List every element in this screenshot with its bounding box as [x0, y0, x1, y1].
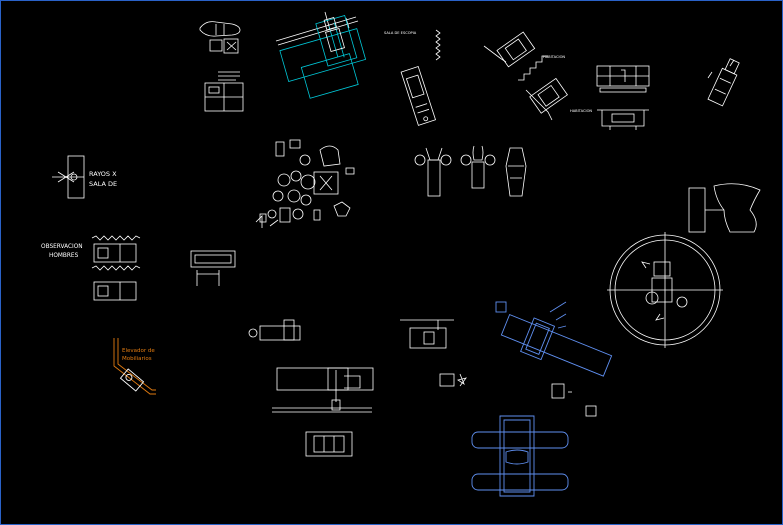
xray-table-assembly	[275, 11, 367, 99]
chair-side-view	[688, 183, 761, 233]
couch-bottom	[305, 431, 353, 457]
small-device	[439, 373, 467, 387]
habitacion-label-2: HABITACION	[570, 109, 592, 113]
small-box-pair	[551, 383, 597, 417]
figures-group	[414, 145, 527, 197]
control-desk	[400, 319, 454, 349]
rayos-x-label: RAYOS X	[89, 170, 117, 178]
observacion-label: OBSERVACION	[41, 244, 83, 250]
patient-beds	[91, 235, 141, 301]
bench-small	[248, 319, 301, 341]
hombres-label: HOMBRES	[49, 253, 79, 259]
orange-elevator	[113, 338, 156, 395]
handheld-device	[707, 58, 740, 107]
scanner-bench	[400, 66, 437, 126]
habitacion-label-1: HABITACION	[543, 55, 565, 59]
zigzag-wall-mark	[435, 29, 441, 61]
stretcher-small	[190, 250, 236, 286]
stair-habitacion-group	[483, 31, 568, 121]
orange-label-1: Elevador de	[122, 348, 155, 354]
xray-machine-long	[272, 367, 374, 413]
equipment-elevation	[596, 65, 650, 130]
blue-table-rotated	[495, 301, 613, 377]
lounge-chair-group	[199, 21, 244, 112]
sala-top-label: SALA DE ESCOPIA	[384, 31, 417, 35]
blue-double-bed	[471, 415, 569, 497]
orange-label-2: Mobiliarios	[122, 356, 152, 362]
rayos-x-room-symbol	[52, 155, 85, 199]
circular-arena	[607, 232, 723, 348]
sala-de-label: SALA DE	[89, 180, 117, 188]
seating-cluster	[255, 139, 355, 228]
